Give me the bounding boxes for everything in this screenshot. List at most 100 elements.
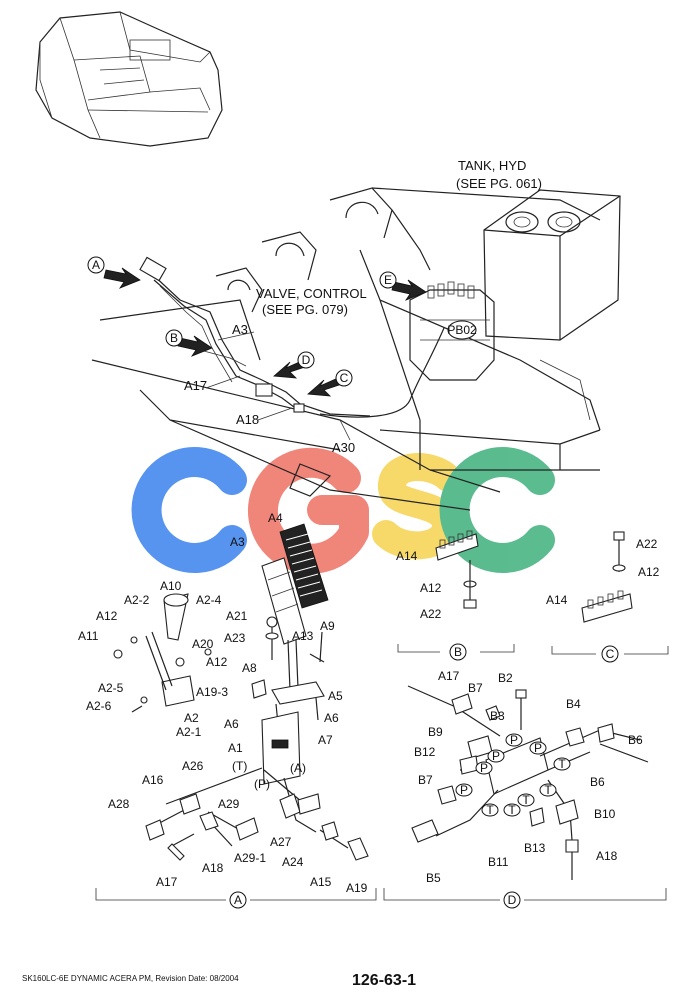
- label-c-a14: A14: [546, 593, 568, 607]
- label-a9: A9: [320, 619, 335, 633]
- label-port-p: (P): [254, 777, 270, 791]
- label-a2-2: A2-2: [124, 593, 150, 607]
- group-c-callout: C: [606, 647, 615, 661]
- label-a23: A23: [224, 631, 246, 645]
- label-a13: A13: [292, 629, 314, 643]
- port-mark-p2-text: P: [534, 741, 542, 755]
- group-a-labels: A4 A3 A10 A2-2 A2-4 A12 A11 A21 A9 A23 A…: [78, 511, 368, 895]
- label-d-b11: B11: [488, 855, 509, 869]
- port-mark-t2-text: T: [544, 783, 552, 797]
- callout-circle-a-top: A: [87, 256, 105, 274]
- label-a6-left: A6: [224, 717, 239, 731]
- label-d-a18: A18: [596, 849, 618, 863]
- label-a3-top: A3: [232, 322, 248, 337]
- port-mark-p4: P: [475, 761, 493, 775]
- label-b-a22: A22: [420, 607, 442, 621]
- label-d-b13: B13: [524, 841, 546, 855]
- watermark-letter-g: [247, 447, 369, 574]
- label-a18: A18: [202, 861, 224, 875]
- callout-c-text: C: [340, 371, 349, 385]
- label-d-b12: B12: [414, 745, 436, 759]
- label-a29-1: A29-1: [234, 851, 266, 865]
- watermark: [131, 447, 555, 574]
- label-d-a17: A17: [438, 669, 460, 683]
- tank-note-line2: (SEE PG. 061): [456, 176, 542, 191]
- label-a20: A20: [192, 637, 214, 651]
- label-c-a12: A12: [638, 565, 660, 579]
- label-a30-top: A30: [332, 440, 355, 455]
- valve-note-line1: VALVE, CONTROL: [256, 286, 367, 301]
- callout-circle-c-top: C: [335, 369, 353, 387]
- label-d-b6-right: B6: [628, 733, 643, 747]
- label-a2-1: A2-1: [176, 725, 202, 739]
- label-d-b4: B4: [566, 697, 581, 711]
- group-b-parts: [435, 530, 479, 609]
- port-mark-p5-text: P: [460, 783, 468, 797]
- label-a18-top: A18: [236, 412, 259, 427]
- callout-d-text: D: [302, 353, 311, 367]
- label-c-a22: A22: [636, 537, 658, 551]
- label-a27: A27: [270, 835, 292, 849]
- group-c-labels: A22 A12 A14: [546, 537, 660, 607]
- label-a2-6: A2-6: [86, 699, 112, 713]
- label-a26: A26: [182, 759, 204, 773]
- label-a17-top: A17: [184, 378, 207, 393]
- group-d-labels: A17 B7 B2 B3 B4 B6 B9 B12 B6 B7 B10 B13 …: [414, 669, 643, 885]
- port-mark-p1-text: P: [510, 733, 518, 747]
- footer-page-number: 126-63-1: [352, 972, 417, 989]
- callout-circle-b-top: B: [165, 329, 183, 347]
- callout-a-text: A: [92, 258, 100, 272]
- watermark-letter-c1: [131, 447, 247, 573]
- tank-note-line1: TANK, HYD: [458, 158, 526, 173]
- port-mark-p3: P: [487, 749, 505, 763]
- upper-structure: [91, 187, 621, 511]
- label-a2-5: A2-5: [98, 681, 124, 695]
- label-d-b7-upper: B7: [468, 681, 483, 695]
- port-mark-t3: T: [517, 793, 535, 807]
- label-a3: A3: [230, 535, 245, 549]
- label-a2-4: A2-4: [196, 593, 222, 607]
- group-a-parts: [113, 523, 369, 861]
- callout-b-text: B: [170, 331, 178, 345]
- label-a1: A1: [228, 741, 243, 755]
- group-d-port-marks: P P P P P T T T T T: [455, 733, 571, 817]
- label-a11: A11: [78, 629, 99, 643]
- label-d-b9: B9: [428, 725, 443, 739]
- port-mark-t4-text: T: [486, 803, 494, 817]
- label-a7: A7: [318, 733, 333, 747]
- valve-note-line2: (SEE PG. 079): [262, 302, 348, 317]
- port-mark-t2: T: [539, 783, 557, 797]
- label-a2: A2: [184, 711, 199, 725]
- label-a5: A5: [328, 689, 343, 703]
- group-c-parts: [581, 531, 633, 623]
- watermark-letter-c2: [439, 447, 555, 573]
- label-a29: A29: [218, 797, 240, 811]
- group-d-parts: [407, 685, 649, 880]
- callout-circle-e-top: E: [379, 271, 397, 289]
- label-a21: A21: [226, 609, 248, 623]
- label-a15: A15: [310, 875, 332, 889]
- group-a-callout: A: [234, 893, 242, 907]
- label-d-b6-lower: B6: [590, 775, 605, 789]
- label-a28: A28: [108, 797, 130, 811]
- label-b-a12: A12: [420, 581, 442, 595]
- port-mark-t5: T: [503, 803, 521, 817]
- label-a10: A10: [160, 579, 182, 593]
- label-a17: A17: [156, 875, 178, 889]
- group-b-callout: B: [454, 645, 462, 659]
- group-d-callout: D: [508, 893, 517, 907]
- watermark-letter-s: [372, 453, 462, 560]
- label-a16: A16: [142, 773, 164, 787]
- label-b-a14: A14: [396, 549, 418, 563]
- label-a19-3: A19-3: [196, 685, 228, 699]
- callout-e-text: E: [384, 273, 392, 287]
- port-mark-p3-text: P: [492, 749, 500, 763]
- port-mark-t5-text: T: [508, 803, 516, 817]
- label-a19: A19: [346, 881, 368, 895]
- label-a6-right: A6: [324, 711, 339, 725]
- port-mark-p4-text: P: [480, 761, 488, 775]
- port-mark-p2: P: [529, 741, 547, 755]
- footer-model-revision: SK160LC-6E DYNAMIC ACERA PM, Revision Da…: [22, 974, 239, 983]
- port-mark-t1-text: T: [558, 757, 566, 771]
